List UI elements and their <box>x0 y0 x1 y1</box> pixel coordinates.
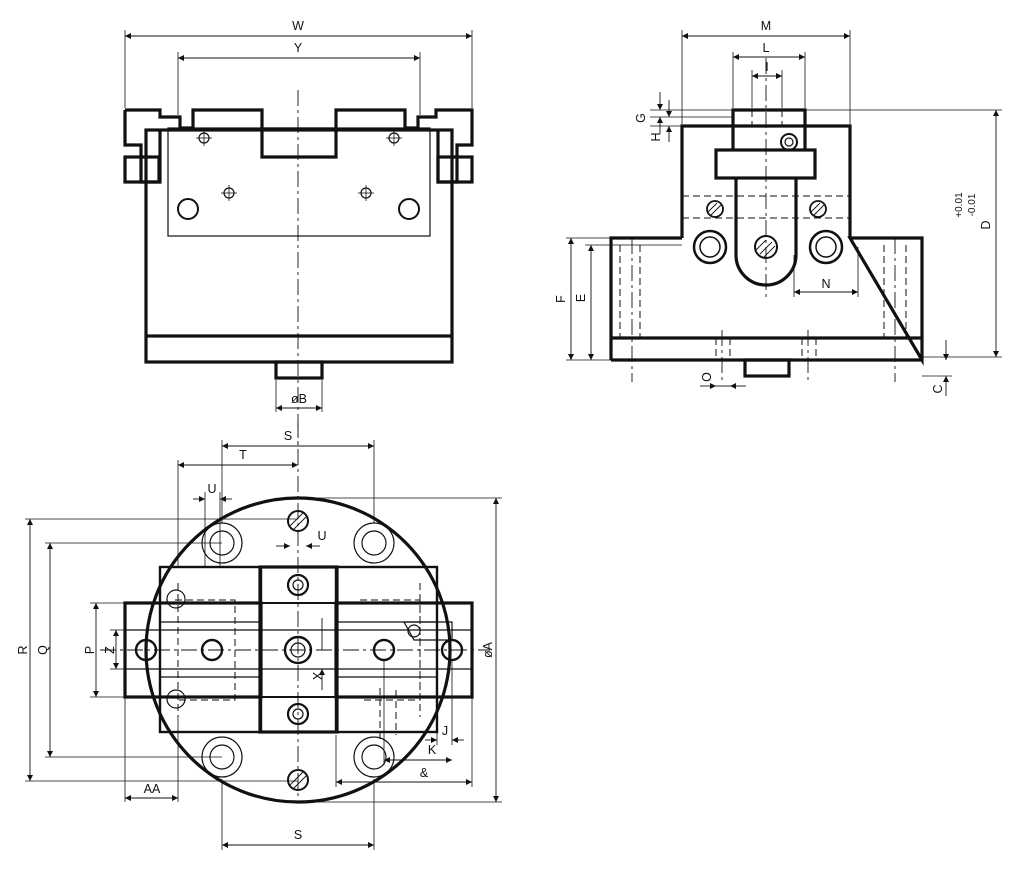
dim-label-x: X <box>311 671 325 680</box>
tolerance-minus: -0.01 <box>967 193 978 216</box>
bolt-head <box>692 229 728 265</box>
dim-label-j: J <box>442 724 448 738</box>
dim-label-p: P <box>83 646 97 654</box>
front-view: W Y øB <box>123 19 474 445</box>
dim-label-b: øB <box>291 392 307 406</box>
front-center-notch <box>261 127 337 158</box>
front-right-block <box>436 155 474 184</box>
dim-label-m: M <box>761 19 771 33</box>
dim-label-u-left: U <box>207 482 216 496</box>
dim-label-z: Z <box>103 646 117 654</box>
dim-label-a: øA <box>481 641 495 658</box>
dim-label-k: K <box>428 743 437 757</box>
dim-label-l: L <box>763 41 770 55</box>
dim-label-s-bottom: S <box>294 828 302 842</box>
dim-label-w: W <box>292 19 304 33</box>
dim-label-y: Y <box>294 41 303 55</box>
tolerance-plus: +0.01 <box>954 192 965 218</box>
front-jaw-contour <box>125 108 474 184</box>
dim-label-h: H <box>649 132 663 141</box>
front-body-outline <box>144 128 454 364</box>
dim-label-s-top: S <box>284 429 292 443</box>
dim-label-u-right: U <box>317 529 326 543</box>
dim-label-f: F <box>554 295 568 303</box>
dim-label-d: D <box>979 220 993 229</box>
front-left-block <box>123 155 161 184</box>
side-base <box>609 236 924 366</box>
dim-label-g: G <box>634 113 648 123</box>
front-left-jaw <box>123 110 162 184</box>
side-clamp-bar <box>714 148 817 180</box>
dim-label-t: T <box>239 448 247 462</box>
dim-label-e: E <box>574 294 588 302</box>
plan-view: S T U U R Q P Z <box>16 422 502 850</box>
plan-center-slide <box>258 565 339 734</box>
dim-label-aa: AA <box>144 782 161 796</box>
hole-large <box>398 198 420 220</box>
dim-label-c: C <box>931 384 945 393</box>
dim-label-r: R <box>16 645 30 654</box>
bolt-head <box>808 229 844 265</box>
dim-label-q: Q <box>36 645 50 655</box>
dim-label-n: N <box>821 277 830 291</box>
front-spigot <box>274 360 324 380</box>
dim-label-o: O <box>700 372 714 382</box>
dim-label-amp: & <box>420 766 429 780</box>
dim-label-i: I <box>765 60 768 74</box>
side-view: M L I G H D +0.01 -0.01 F E <box>554 19 1002 396</box>
front-inner-plate <box>167 127 431 237</box>
hole-large <box>177 198 199 220</box>
